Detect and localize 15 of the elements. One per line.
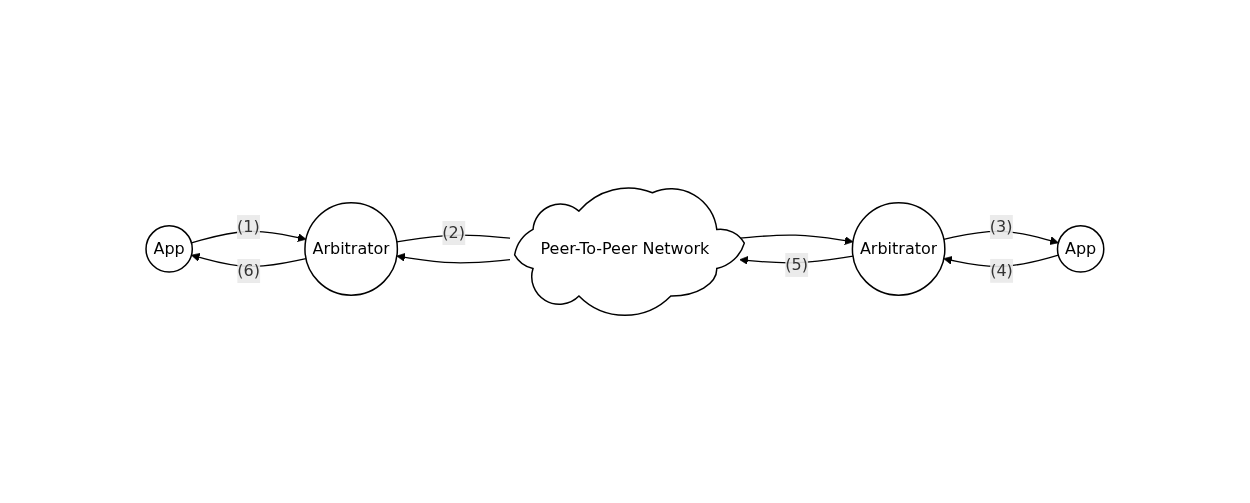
edge-label: (4) bbox=[990, 260, 1013, 280]
edge-label: (1) bbox=[237, 216, 260, 236]
edge-label: (5) bbox=[785, 254, 809, 274]
arrow bbox=[191, 252, 307, 267]
edge-label: (2) bbox=[442, 222, 466, 242]
edge-label: (6) bbox=[237, 260, 261, 280]
node-circle: Arbitrator bbox=[304, 201, 399, 296]
node-circle: Arbitrator bbox=[851, 201, 946, 296]
arrow bbox=[396, 252, 511, 264]
edge-label: (3) bbox=[989, 216, 1013, 236]
node-circle: App bbox=[1056, 224, 1105, 273]
node-circle: App bbox=[145, 224, 194, 273]
arrow bbox=[943, 230, 1059, 245]
connector bbox=[396, 234, 511, 243]
arrow bbox=[190, 230, 307, 244]
